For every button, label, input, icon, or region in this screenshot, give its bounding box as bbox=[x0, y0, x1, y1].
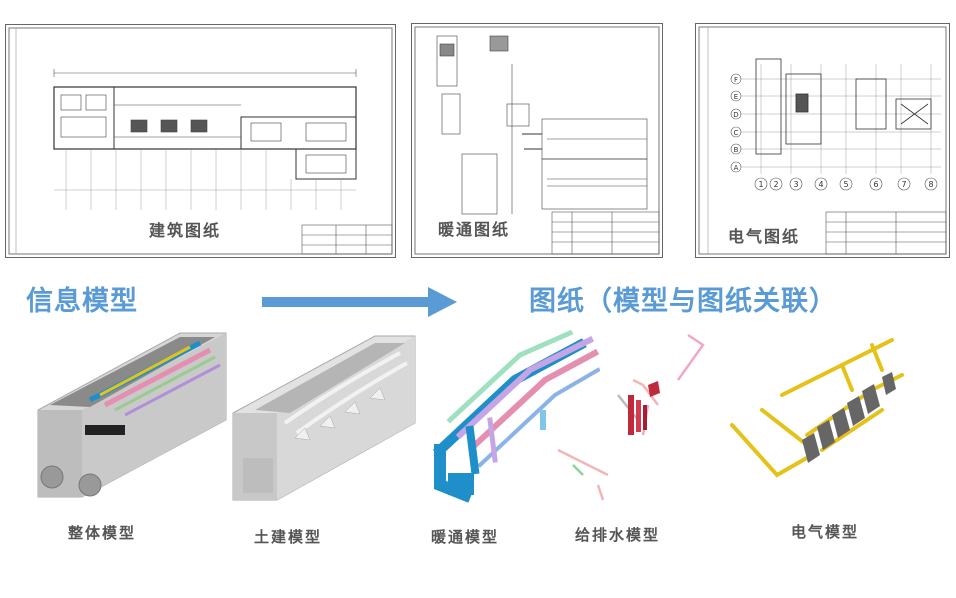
civil-model-image bbox=[232, 335, 416, 501]
architectural-plan-graphic bbox=[8, 27, 393, 255]
hvac-model-image bbox=[432, 329, 600, 503]
axis-letter: F bbox=[734, 76, 738, 84]
information-model-heading: 信息模型 bbox=[26, 286, 138, 317]
plumbing-model-image bbox=[557, 333, 705, 501]
overall-model-label: 整体模型 bbox=[68, 524, 137, 542]
architectural-drawing-label: 建筑图纸 bbox=[147, 221, 224, 241]
hvac-plan-graphic bbox=[414, 26, 660, 255]
civil-model-label: 土建模型 bbox=[254, 528, 323, 546]
right-arrow-icon bbox=[262, 287, 457, 317]
axis-letter: B bbox=[734, 146, 739, 154]
axis-number: 8 bbox=[928, 180, 933, 189]
axis-bubbles-numbers bbox=[754, 177, 938, 191]
axis-number: 2 bbox=[773, 180, 778, 189]
axis-number: 4 bbox=[818, 180, 823, 189]
electrical-model-label: 电气模型 bbox=[791, 523, 860, 541]
axis-number: 3 bbox=[793, 180, 798, 189]
axis-letter: D bbox=[733, 111, 738, 119]
axis-letter: E bbox=[734, 93, 738, 101]
electrical-model-image bbox=[730, 338, 904, 478]
electrical-plan-graphic: F E D C B A 1 2 3 4 5 6 7 8 bbox=[698, 26, 947, 255]
overall-model-image bbox=[37, 332, 227, 498]
hvac-drawing: 暖通图纸 bbox=[411, 23, 663, 258]
plumbing-model-label: 给排水模型 bbox=[575, 526, 661, 544]
axis-number: 7 bbox=[901, 180, 906, 189]
electrical-drawing-label: 电气图纸 bbox=[726, 227, 803, 247]
axis-letter: C bbox=[734, 129, 739, 137]
hvac-drawing-label: 暖通图纸 bbox=[436, 220, 513, 240]
axis-bubbles-letters bbox=[730, 73, 742, 173]
electrical-drawing: F E D C B A 1 2 3 4 5 6 7 8 bbox=[695, 23, 950, 258]
axis-number: 6 bbox=[873, 180, 878, 189]
hvac-model-label: 暖通模型 bbox=[431, 528, 500, 546]
axis-number: 1 bbox=[758, 180, 763, 189]
architectural-drawing: 建筑图纸 bbox=[5, 24, 396, 258]
axis-letter: A bbox=[734, 164, 739, 172]
drawings-heading: 图纸（模型与图纸关联） bbox=[529, 286, 837, 317]
axis-number: 5 bbox=[843, 180, 848, 189]
